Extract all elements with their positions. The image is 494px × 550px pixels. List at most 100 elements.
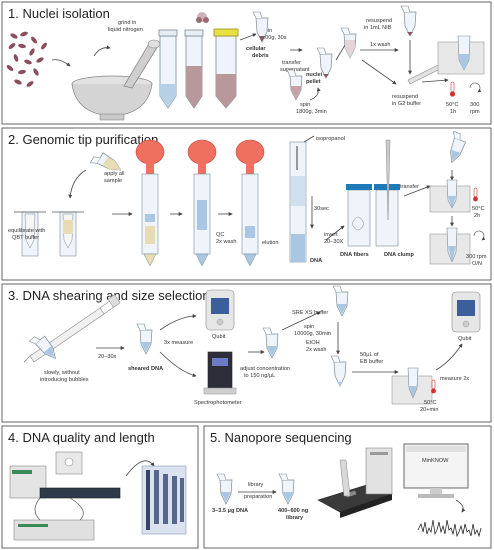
qubit2-label: Qubit — [458, 336, 472, 342]
spin1-value: 100g, 30s — [262, 35, 287, 41]
spectrophotometer-device — [203, 351, 237, 395]
falcon-tube-1 — [158, 29, 178, 109]
apply-label: apply all — [104, 171, 125, 177]
panel-title: 2. Genomic tip purification — [8, 132, 158, 147]
nuclei-label: nuclei — [306, 72, 323, 78]
invert-label-2: 20–30X — [324, 239, 344, 245]
powder-icon — [196, 12, 209, 23]
rpm-label-2: rpm — [470, 109, 480, 115]
etoh-label-2: 2x wash — [306, 347, 327, 353]
rpm-label: 300 — [470, 102, 479, 108]
mortar-pestle-icon — [71, 39, 161, 121]
panel-border — [203, 425, 492, 549]
tube-sample-pour — [89, 149, 125, 179]
adjust-label-2: to 150 ng/μL — [244, 373, 275, 379]
tube-supernatant — [286, 69, 303, 101]
time-label: 2h — [474, 213, 480, 219]
transfer-label: transfer — [400, 184, 419, 190]
tube-nib — [340, 27, 357, 59]
wash-label: 1x wash — [370, 42, 391, 48]
panel-nanopore: 5. Nanopore sequencing 3–3.5 μg DNA libr… — [203, 425, 492, 549]
tube-sre — [332, 285, 349, 317]
panel-border — [1, 425, 199, 549]
heat-block-2 — [429, 179, 478, 213]
slowly-label-2: introducing bubbles — [40, 377, 89, 383]
panel-title: 4. DNA quality and length — [8, 430, 155, 445]
qubit-label: Qubit — [212, 334, 226, 340]
temp-label: 50°C — [472, 206, 485, 212]
column-equilibrate — [14, 211, 46, 257]
tube-washed — [400, 5, 417, 37]
panel-border — [1, 127, 492, 281]
shaker-block — [429, 227, 486, 265]
tube-dna-fibers — [346, 184, 372, 247]
panel-title: 5. Nanopore sequencing — [210, 430, 352, 445]
sheared-label: sheared DNA — [128, 366, 163, 372]
lib-label: library — [248, 482, 263, 488]
panel-title: 1. Nuclei isolation — [8, 6, 110, 21]
isopropanol-label: isopropanol — [316, 136, 345, 142]
thermometer-icon — [449, 81, 456, 97]
qubit-device — [205, 289, 235, 331]
etoh-label: EtOH — [306, 340, 320, 346]
seeds-icon — [6, 31, 47, 87]
equil-label-2: QBT buffer — [12, 235, 39, 241]
rotation-icon — [469, 82, 482, 93]
tube-dna-clump — [374, 139, 400, 247]
tube-library — [278, 473, 295, 505]
lib-label-2: preparation — [244, 494, 272, 500]
tube-debris — [252, 11, 269, 43]
signal-trace — [417, 519, 482, 538]
panel-shearing: 3. DNA shearing and size selection slowl… — [1, 283, 492, 423]
time-label: 20+min — [420, 407, 439, 413]
measure3-label: 3x measure — [164, 340, 193, 346]
library-output-label-2: library — [286, 515, 304, 521]
spin2-value: 1800g, 3min — [296, 109, 327, 115]
software-label: MinKNOW — [422, 458, 449, 464]
equil-label: equilibrate with — [8, 228, 45, 234]
syringe-icon — [23, 294, 121, 363]
heat-block-icon — [437, 35, 485, 75]
grind-label-2: liquid nitrogen — [108, 27, 143, 33]
spin-label: spin — [304, 324, 314, 330]
debris-label: cellular — [246, 46, 266, 52]
spin2-label: spin — [300, 102, 310, 108]
eb-label: 50μL of — [360, 352, 379, 358]
panel-dna-quality: 4. DNA quality and length — [1, 425, 199, 549]
temp-label: 50°C — [446, 102, 459, 108]
column-bulb-1 — [135, 139, 165, 267]
panel-nuclei-isolation: 1. Nuclei isolation — [1, 1, 492, 125]
computer-tower — [365, 447, 393, 495]
time-label: 1h — [450, 109, 456, 115]
panel-genomic-tip: 2. Genomic tip purification equilibrate … — [1, 127, 492, 281]
tube-etoh — [330, 355, 347, 387]
rpm-label: 300 rpm — [466, 254, 487, 260]
eb-label-2: EB buffer — [360, 359, 383, 365]
on-label: O/N — [472, 261, 482, 267]
tube-sheared — [136, 323, 153, 355]
dna-label: DNA — [310, 258, 322, 264]
column-bulb-2 — [187, 139, 217, 267]
spin-value: 10000g, 30min — [294, 331, 331, 337]
panel-border — [1, 283, 492, 423]
transfer-label-2: supernatant — [280, 67, 310, 73]
heat-block-3 — [391, 367, 436, 405]
times-label: 20–30x — [98, 354, 117, 360]
falcon-tube-filter — [213, 28, 239, 109]
adjust-label: adjust concentration — [240, 366, 290, 372]
sec-label: 30sec — [314, 206, 329, 212]
resus2-value: in G2 buffer — [392, 101, 421, 107]
fibers-label: DNA fibers — [340, 252, 369, 258]
panel-border — [1, 1, 492, 125]
library-output-label: 400–600 ng — [278, 508, 309, 514]
apply-label-2: sample — [104, 178, 122, 184]
nuclei-label-2: pellet — [306, 79, 321, 85]
tube-nuclei-pellet — [316, 47, 333, 79]
resus1-label: resuspend — [366, 18, 392, 24]
slowly-label: slowly, without — [44, 370, 80, 376]
dna-input-label: 3–3.5 μg DNA — [212, 508, 248, 514]
wash-label: 2x wash — [216, 239, 237, 245]
grind-label: grind in — [118, 20, 136, 26]
tube-transferred — [442, 130, 469, 165]
